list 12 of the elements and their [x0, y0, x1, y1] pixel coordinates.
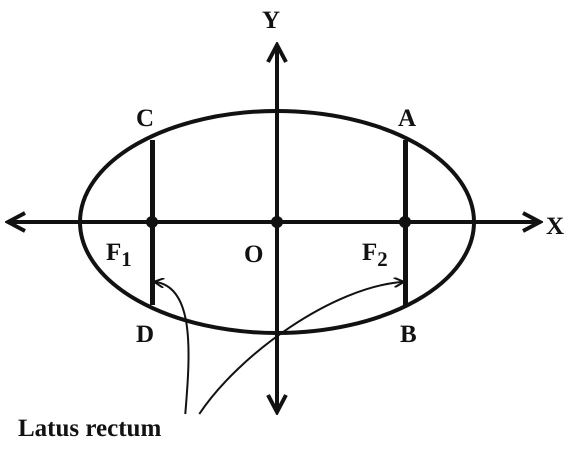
- axis-label: Y: [262, 8, 280, 33]
- leader-line: [198, 277, 405, 415]
- callout-text: Latus rectum: [18, 416, 162, 441]
- point-label: C: [136, 106, 154, 131]
- point-label: A: [398, 106, 416, 131]
- point-label: B: [400, 322, 417, 347]
- leader-line: [153, 278, 190, 414]
- axis-label: X: [546, 214, 564, 239]
- point-label: F$_{2}$: [362, 240, 388, 270]
- point-label: F$_{1}$: [106, 240, 132, 270]
- point-label: D: [136, 322, 154, 347]
- point-label: O: [244, 242, 264, 267]
